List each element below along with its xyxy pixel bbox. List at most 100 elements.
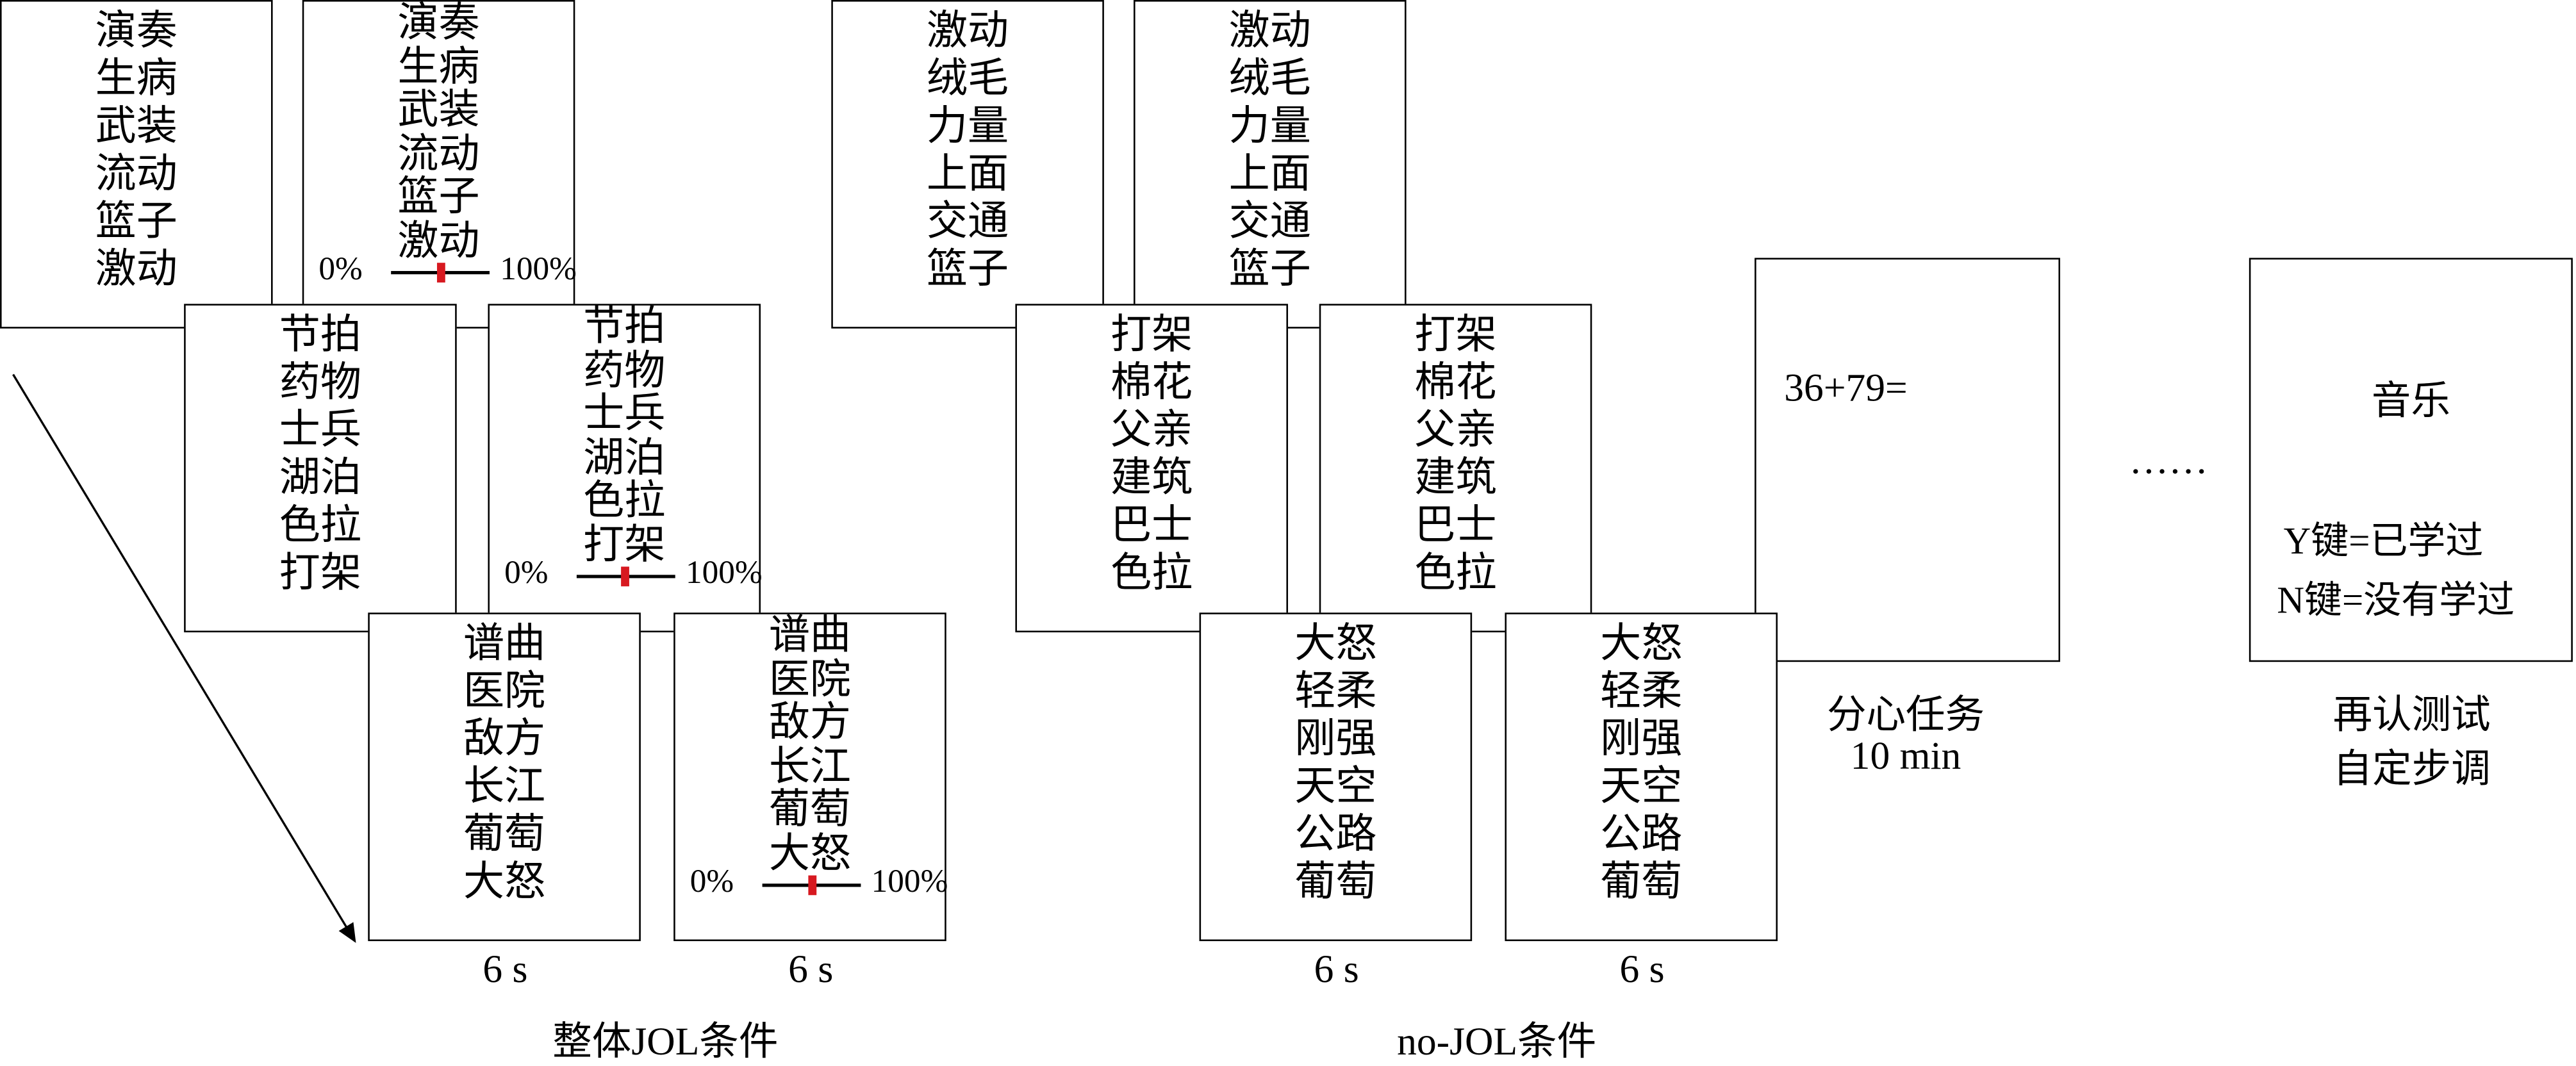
- word-list: 演奏生病武装流动篮子激动: [304, 3, 573, 265]
- word-item: 葡萄: [1600, 860, 1683, 905]
- no-key-instruction: N键=没有学过: [2277, 580, 2515, 621]
- distractor-label: 分心任务: [1826, 694, 1985, 738]
- word-item: 湖泊: [279, 456, 362, 501]
- word-item: 色拉: [583, 479, 666, 524]
- word-item: 色拉: [279, 504, 362, 549]
- word-list: 节拍药物士兵湖泊色拉打架: [490, 306, 759, 568]
- ellipsis: ……: [2129, 440, 2208, 483]
- word-item: 药物: [279, 361, 362, 406]
- word-item: 药物: [583, 348, 666, 394]
- slider-max-label: 100%: [685, 555, 763, 591]
- word-list-screen: 谱曲医院敌方长江葡萄大怒: [368, 612, 641, 942]
- word-item: 天空: [1600, 765, 1683, 810]
- word-list-screen: 激动绒毛力量上面交通篮子: [831, 0, 1104, 329]
- test-word: 音乐: [2371, 381, 2450, 424]
- slider-track[interactable]: [576, 566, 675, 587]
- word-item: 打架: [583, 523, 666, 568]
- word-item: 激动: [397, 219, 480, 264]
- distractor-equation: 36+79=: [1784, 368, 1908, 411]
- word-item: 激动: [95, 248, 178, 293]
- slider-max-label: 100%: [500, 251, 577, 288]
- word-item: 大怒: [463, 860, 546, 905]
- word-item: 建筑: [1414, 456, 1497, 501]
- word-item: 演奏: [397, 1, 480, 46]
- word-list-screen: 打架棉花父亲建筑巴士色拉: [1319, 304, 1592, 633]
- word-item: 生病: [95, 57, 178, 102]
- word-item: 大怒: [1600, 622, 1683, 667]
- word-item: 激动: [926, 10, 1009, 54]
- word-item: 建筑: [1110, 456, 1193, 501]
- duration-label: 6 s: [1619, 949, 1665, 992]
- word-item: 流动: [95, 152, 178, 197]
- slider-marker[interactable]: [620, 566, 629, 587]
- word-list: 谱曲医院敌方长江葡萄大怒: [675, 614, 945, 877]
- word-item: 葡萄: [1294, 860, 1377, 905]
- word-item: 谱曲: [768, 614, 852, 659]
- distractor-duration: 10 min: [1850, 735, 1961, 779]
- duration-label: 6 s: [788, 949, 834, 992]
- word-item: 上面: [926, 152, 1009, 197]
- word-item: 谱曲: [463, 622, 546, 667]
- word-item: 葡萄: [463, 813, 546, 858]
- word-item: 刚强: [1600, 718, 1683, 762]
- slider-min-label: 0%: [318, 251, 363, 288]
- word-item: 敌方: [768, 701, 852, 746]
- word-item: 绒毛: [926, 57, 1009, 102]
- word-list-screen: 节拍药物士兵湖泊色拉打架: [184, 304, 457, 633]
- word-list-screen: 大怒轻柔刚强天空公路葡萄: [1199, 612, 1473, 942]
- jol-slider[interactable]: 0% 100%: [314, 251, 577, 288]
- word-list-screen: 激动绒毛力量上面交通篮子: [1134, 0, 1407, 329]
- slider-max-label: 100%: [871, 864, 948, 900]
- word-item: 棉花: [1110, 361, 1193, 406]
- slider-min-label: 0%: [689, 864, 734, 900]
- word-item: 士兵: [279, 409, 362, 454]
- word-item: 流动: [397, 132, 480, 177]
- word-item: 武装: [95, 105, 178, 150]
- word-item: 大怒: [768, 832, 852, 876]
- word-item: 士兵: [583, 392, 666, 437]
- word-item: 打架: [1414, 313, 1497, 358]
- word-item: 篮子: [397, 176, 480, 220]
- jol-slider[interactable]: 0% 100%: [685, 864, 948, 900]
- word-list-screen: 大怒轻柔刚强天空公路葡萄: [1505, 612, 1778, 942]
- duration-label: 6 s: [1314, 949, 1359, 992]
- slider-marker[interactable]: [808, 875, 817, 896]
- word-item: 轻柔: [1294, 670, 1377, 715]
- word-list: 演奏生病武装流动篮子激动: [2, 8, 271, 294]
- duration-label: 6 s: [483, 949, 528, 992]
- recognition-pace: 自定步调: [2332, 749, 2491, 792]
- word-item: 长江: [768, 744, 852, 789]
- slider-track[interactable]: [391, 263, 490, 283]
- word-list: 节拍药物士兵湖泊色拉打架: [186, 312, 455, 598]
- word-item: 巴士: [1110, 504, 1193, 549]
- word-item: 上面: [1228, 152, 1311, 197]
- condition-label: 整体JOL条件: [552, 1021, 779, 1065]
- word-list-screen: 打架棉花父亲建筑巴士色拉: [1015, 304, 1289, 633]
- word-item: 轻柔: [1600, 670, 1683, 715]
- slider-min-label: 0%: [504, 555, 549, 591]
- word-item: 武装: [397, 88, 480, 133]
- word-item: 敌方: [463, 718, 546, 762]
- word-item: 天空: [1294, 765, 1377, 810]
- jol-slider[interactable]: 0% 100%: [499, 555, 763, 591]
- word-item: 激动: [1228, 10, 1311, 54]
- slider-track[interactable]: [762, 875, 861, 896]
- word-item: 棉花: [1414, 361, 1497, 406]
- word-item: 巴士: [1414, 504, 1497, 549]
- word-item: 绒毛: [1228, 57, 1311, 102]
- word-list: 打架棉花父亲建筑巴士色拉: [1017, 312, 1286, 598]
- word-item: 父亲: [1110, 409, 1193, 454]
- word-item: 医院: [768, 657, 852, 703]
- word-item: 湖泊: [583, 436, 666, 480]
- word-item: 长江: [463, 765, 546, 810]
- word-item: 交通: [926, 200, 1009, 245]
- word-item: 篮子: [926, 248, 1009, 293]
- slider-marker[interactable]: [436, 263, 445, 283]
- word-item: 大怒: [1294, 622, 1377, 667]
- word-list: 大怒轻柔刚强天空公路葡萄: [1507, 621, 1776, 906]
- word-item: 打架: [1110, 313, 1193, 358]
- word-list: 谱曲医院敌方长江葡萄大怒: [370, 621, 639, 906]
